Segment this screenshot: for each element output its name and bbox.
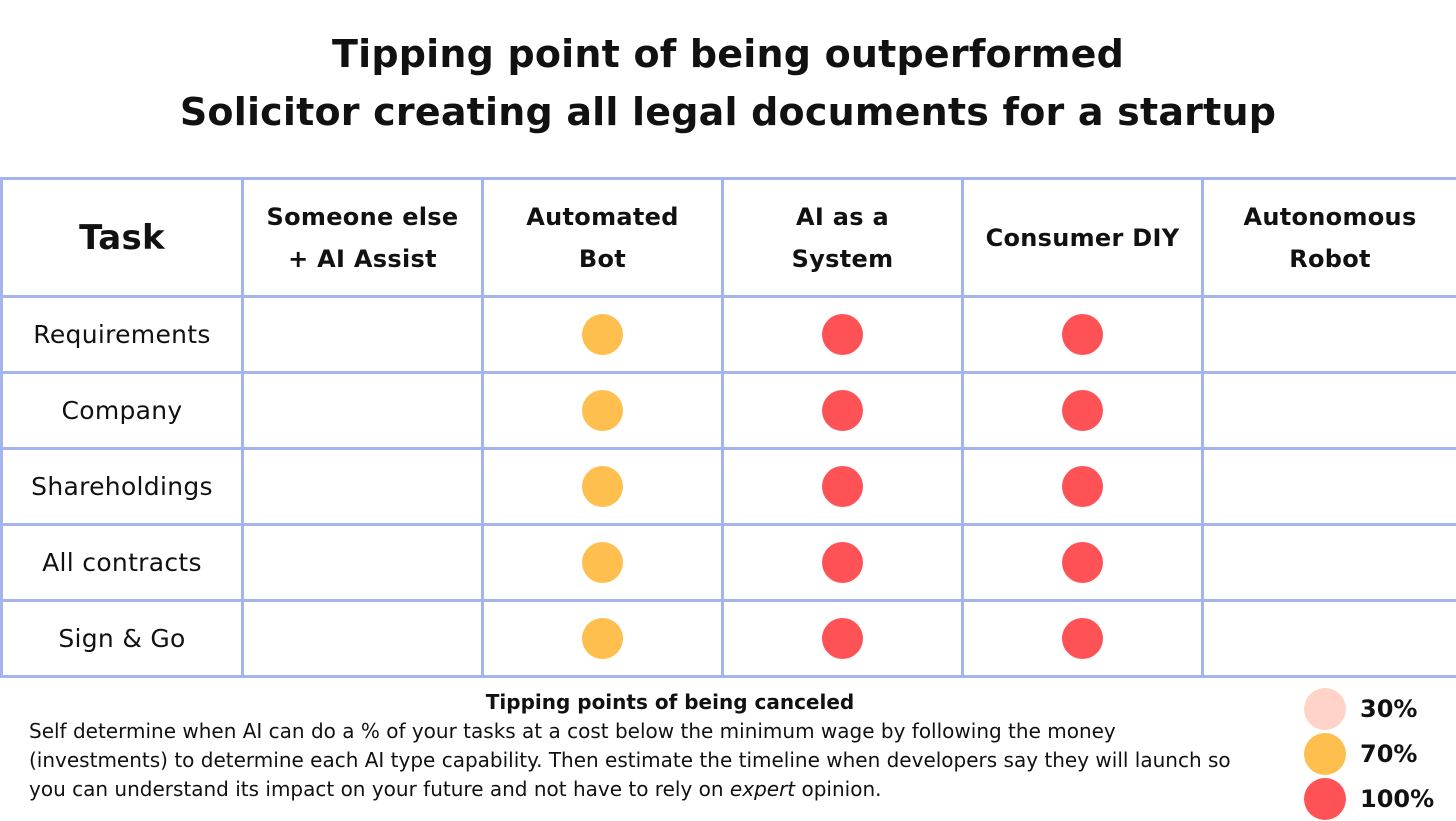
table-header-row: Task Someone else + AI Assist Automated … — [2, 179, 1456, 297]
level-dot-icon — [822, 314, 863, 355]
level-dot-icon — [582, 618, 623, 659]
column-header-label-line1: Someone else — [267, 203, 459, 231]
column-header-label-line2: + AI Assist — [288, 245, 437, 273]
level-cell — [243, 297, 483, 373]
level-dot-icon — [1062, 390, 1103, 431]
footer-text-part1: Self determine when AI can do a % of you… — [29, 719, 1231, 801]
legend-dot-icon — [1304, 778, 1346, 820]
level-dot-icon — [582, 390, 623, 431]
legend-item-30: 30% — [1302, 686, 1452, 731]
level-cell — [483, 449, 723, 525]
column-header-consumer-diy: Consumer DIY — [963, 179, 1203, 297]
level-cell — [723, 449, 963, 525]
level-cell — [483, 373, 723, 449]
level-dot-icon — [582, 466, 623, 507]
legend-label: 70% — [1360, 737, 1417, 771]
task-cell: All contracts — [2, 525, 243, 601]
level-dot-icon — [822, 542, 863, 583]
level-cell — [483, 297, 723, 373]
table-row: All contracts — [2, 525, 1456, 601]
task-cell: Shareholdings — [2, 449, 243, 525]
column-header-ai-as-a-system: AI as a System — [723, 179, 963, 297]
table-row: Requirements — [2, 297, 1456, 373]
level-cell — [1203, 525, 1456, 601]
level-dot-icon — [1062, 314, 1103, 355]
level-dot-icon — [582, 314, 623, 355]
task-cell: Requirements — [2, 297, 243, 373]
table-row: Sign & Go — [2, 601, 1456, 677]
level-cell — [963, 525, 1203, 601]
level-cell — [723, 525, 963, 601]
column-header-label-line2: Bot — [579, 245, 626, 273]
level-cell — [243, 373, 483, 449]
column-header-label-line2: System — [792, 245, 894, 273]
level-cell — [723, 297, 963, 373]
column-header-label-line1: AI as a — [796, 203, 889, 231]
legend-item-100: 100% — [1302, 776, 1452, 821]
level-dot-icon — [822, 390, 863, 431]
column-header-label-line1: Autonomous — [1243, 203, 1416, 231]
table-row: Company — [2, 373, 1456, 449]
column-header-label: Consumer DIY — [986, 224, 1180, 252]
level-cell — [1203, 373, 1456, 449]
level-cell — [1203, 449, 1456, 525]
footer-description: Self determine when AI can do a % of you… — [29, 717, 1259, 804]
level-cell — [483, 525, 723, 601]
page-subtitle: Solicitor creating all legal documents f… — [0, 84, 1456, 140]
level-dot-icon — [1062, 618, 1103, 659]
legend-label: 30% — [1360, 692, 1417, 726]
level-cell — [243, 525, 483, 601]
level-dot-icon — [822, 466, 863, 507]
level-dot-icon — [1062, 466, 1103, 507]
column-header-label-line2: Robot — [1289, 245, 1371, 273]
column-header-label: Task — [79, 218, 165, 258]
level-cell — [963, 373, 1203, 449]
tipping-point-table: Task Someone else + AI Assist Automated … — [0, 177, 1456, 678]
legend-label: 100% — [1360, 782, 1434, 816]
level-dot-icon — [1062, 542, 1103, 583]
task-cell: Sign & Go — [2, 601, 243, 677]
level-cell — [723, 601, 963, 677]
column-header-automated-bot: Automated Bot — [483, 179, 723, 297]
level-dot-icon — [822, 618, 863, 659]
level-cell — [243, 601, 483, 677]
level-cell — [963, 601, 1203, 677]
table-row: Shareholdings — [2, 449, 1456, 525]
level-cell — [243, 449, 483, 525]
level-cell — [1203, 601, 1456, 677]
column-header-label-line1: Automated — [526, 203, 678, 231]
legend-dot-icon — [1304, 688, 1346, 730]
page-title: Tipping point of being outperformed — [0, 26, 1456, 82]
legend: 30% 70% 100% — [1302, 686, 1452, 821]
legend-dot-icon — [1304, 733, 1346, 775]
column-header-someone-else-ai-assist: Someone else + AI Assist — [243, 179, 483, 297]
column-header-autonomous-robot: Autonomous Robot — [1203, 179, 1456, 297]
column-header-task: Task — [2, 179, 243, 297]
footer-text-emphasis: expert — [730, 777, 795, 801]
legend-item-70: 70% — [1302, 731, 1452, 776]
level-cell — [963, 297, 1203, 373]
level-cell — [483, 601, 723, 677]
level-cell — [723, 373, 963, 449]
footer-heading: Tipping points of being canceled — [300, 688, 1040, 716]
level-dot-icon — [582, 542, 623, 583]
footer-text-part2: opinion. — [795, 777, 881, 801]
level-cell — [1203, 297, 1456, 373]
level-cell — [963, 449, 1203, 525]
task-cell: Company — [2, 373, 243, 449]
